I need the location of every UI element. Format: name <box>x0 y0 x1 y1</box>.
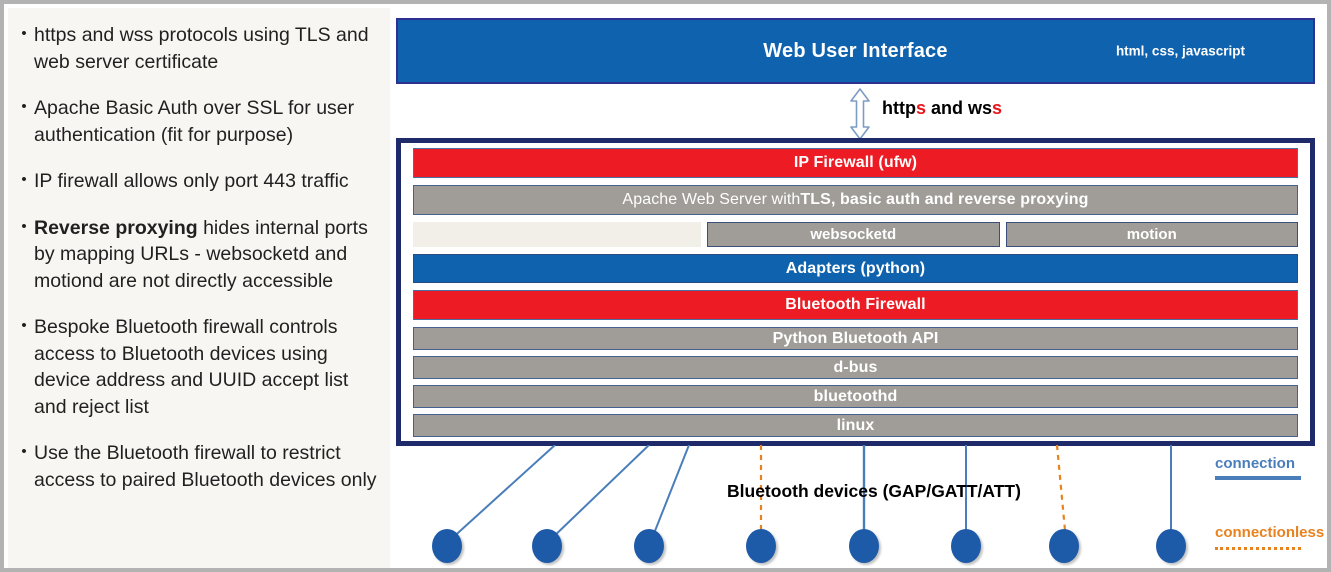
list-item: • Bespoke Bluetooth firewall controls ac… <box>14 314 380 420</box>
architecture-diagram: Web User Interface html, css, javascript… <box>394 8 1331 572</box>
stack-layer-python-bluetooth-api: Python Bluetooth API <box>413 327 1298 350</box>
list-item-text: https and wss protocols using TLS and we… <box>34 24 369 73</box>
connector-lines <box>448 445 1172 542</box>
protocol-label: https and wss <box>882 98 1003 118</box>
bullet-marker-icon: • <box>21 171 27 189</box>
stack-layer-apache: Apache Web Server with TLS, basic auth a… <box>413 185 1298 215</box>
bidirectional-arrow-icon <box>849 88 871 140</box>
list-item: • Reverse proxying hides internal ports … <box>14 215 380 295</box>
list-item-text: IP firewall allows only port 443 traffic <box>34 170 349 193</box>
bullet-marker-icon: • <box>21 25 27 42</box>
list-item-text: Reverse proxying hides internal ports by… <box>34 216 368 292</box>
bullet-marker-icon: • <box>21 217 27 235</box>
list-item-text: Apache Basic Auth over SSL for user auth… <box>34 97 355 146</box>
bluetooth-device-node[interactable] <box>746 529 776 563</box>
web-ui-title: Web User Interface <box>763 39 948 62</box>
stack-sublayer-row: websocketd motion <box>413 222 1298 247</box>
bluetooth-devices-area: Bluetooth devices (GAP/GATT/ATT) connect… <box>394 445 1331 572</box>
stack-layer-bluetooth-firewall: Bluetooth Firewall <box>413 290 1298 320</box>
bluetooth-device-node[interactable] <box>634 529 664 563</box>
stack-layer-ip-firewall: IP Firewall (ufw) <box>413 148 1298 178</box>
bluetooth-device-node[interactable] <box>1156 529 1186 563</box>
stack-layer-adapters: Adapters (python) <box>413 254 1298 283</box>
bluetooth-device-node[interactable] <box>432 529 462 563</box>
bluetooth-device-node[interactable] <box>951 529 981 563</box>
list-item: • https and wss protocols using TLS and … <box>14 22 380 75</box>
stack-layer-websocketd: websocketd <box>707 222 1000 247</box>
stack-layer-motion: motion <box>1005 222 1298 247</box>
list-item: • Apache Basic Auth over SSL for user au… <box>14 95 380 148</box>
server-stack-box: IP Firewall (ufw) Apache Web Server with… <box>396 138 1315 446</box>
legend: connection connectionless <box>1215 455 1327 565</box>
bluetooth-devices-label: Bluetooth devices (GAP/GATT/ATT) <box>727 481 1021 501</box>
sublayer-empty-space <box>413 222 701 247</box>
list-item: • Use the Bluetooth firewall to restrict… <box>14 440 380 493</box>
stack-layer-dbus: d-bus <box>413 356 1298 379</box>
bullet-marker-icon: • <box>21 98 27 116</box>
list-item: • IP firewall allows only port 443 traff… <box>14 168 380 195</box>
list-item-text: Use the Bluetooth firewall to restrict a… <box>34 442 377 491</box>
bluetooth-device-node[interactable] <box>849 529 879 563</box>
legend-connectionless-line <box>1215 547 1301 550</box>
legend-connection-label: connection <box>1215 455 1296 472</box>
bullet-list-panel: • https and wss protocols using TLS and … <box>8 8 390 568</box>
legend-connection-line <box>1215 476 1301 480</box>
bluetooth-device-node[interactable] <box>532 529 562 563</box>
bullet-marker-icon: • <box>21 443 27 461</box>
bluetooth-device-node[interactable] <box>1049 529 1079 563</box>
stack-layer-bluetoothd: bluetoothd <box>413 385 1298 408</box>
web-ui-tech-label: html, css, javascript <box>1115 43 1245 59</box>
bullet-marker-icon: • <box>21 317 27 335</box>
legend-connectionless-label: connectionless <box>1215 524 1325 541</box>
stack-layer-linux: linux <box>413 414 1298 437</box>
list-item-text: Bespoke Bluetooth firewall controls acce… <box>34 316 349 418</box>
web-user-interface-block: Web User Interface html, css, javascript <box>396 18 1315 84</box>
